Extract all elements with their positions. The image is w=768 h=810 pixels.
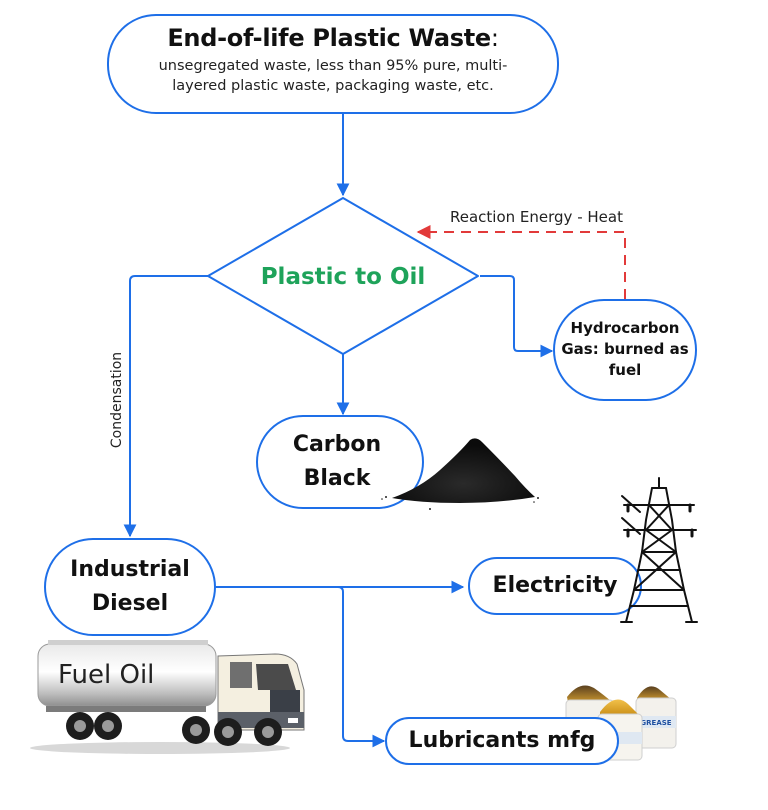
carbon-black-pile-image (381, 438, 539, 510)
edge-diesel-to-lubricants (337, 586, 386, 748)
heat-feedback-label: Reaction Energy - Heat (450, 208, 623, 226)
process-label: Plastic to Oil (261, 264, 426, 290)
fuel-tanker-truck-image: Fuel Oil (30, 640, 305, 754)
edge-heat-feedback (416, 225, 626, 299)
edge-process-to-hydrocarbon (480, 275, 554, 358)
hydrocarbon-line2: Gas: burned as (561, 340, 689, 358)
source-node-text: End-of-life Plastic Waste: unsegregated … (108, 24, 558, 96)
lubricants-label: Lubricants mfg (408, 728, 596, 753)
industrial-diesel-node-text: Industrial Diesel (45, 553, 215, 621)
hydrocarbon-line1: Hydrocarbon (570, 319, 680, 337)
condensation-label: Condensation (109, 352, 125, 448)
source-description-line2: layered plastic waste, packaging waste, … (172, 78, 494, 94)
hydrocarbon-line3: fuel (608, 361, 642, 379)
node-source (107, 14, 559, 114)
grease-tub-label: GREASE (640, 719, 671, 727)
source-description-line1: unsegregated waste, less than 95% pure, … (158, 58, 508, 74)
hydrocarbon-node-text: Hydrocarbon Gas: burned as fuel (554, 318, 696, 381)
electricity-label: Electricity (492, 573, 618, 598)
carbon-black-line2: Black (303, 466, 371, 491)
source-title-suffix: : (490, 24, 499, 52)
node-industrial-diesel (44, 538, 216, 636)
truck-tank-label: Fuel Oil (58, 660, 154, 690)
edge-condensation-to-diesel (123, 275, 208, 538)
industrial-diesel-line2: Diesel (91, 591, 169, 616)
carbon-black-node-text: Carbon Black (262, 428, 412, 496)
industrial-diesel-line1: Industrial (70, 557, 190, 582)
node-lubricants (385, 717, 619, 765)
node-electricity (468, 557, 642, 615)
node-hydrocarbon-gas (553, 299, 697, 401)
carbon-black-line1: Carbon (292, 432, 382, 457)
lubricants-node-text: Lubricants mfg (386, 724, 618, 758)
node-process-diamond (207, 197, 479, 355)
electricity-pylon-image (620, 477, 698, 623)
electricity-node-text: Electricity (469, 569, 641, 603)
source-title: End-of-life Plastic Waste (167, 24, 491, 52)
node-carbon-black (256, 415, 424, 509)
